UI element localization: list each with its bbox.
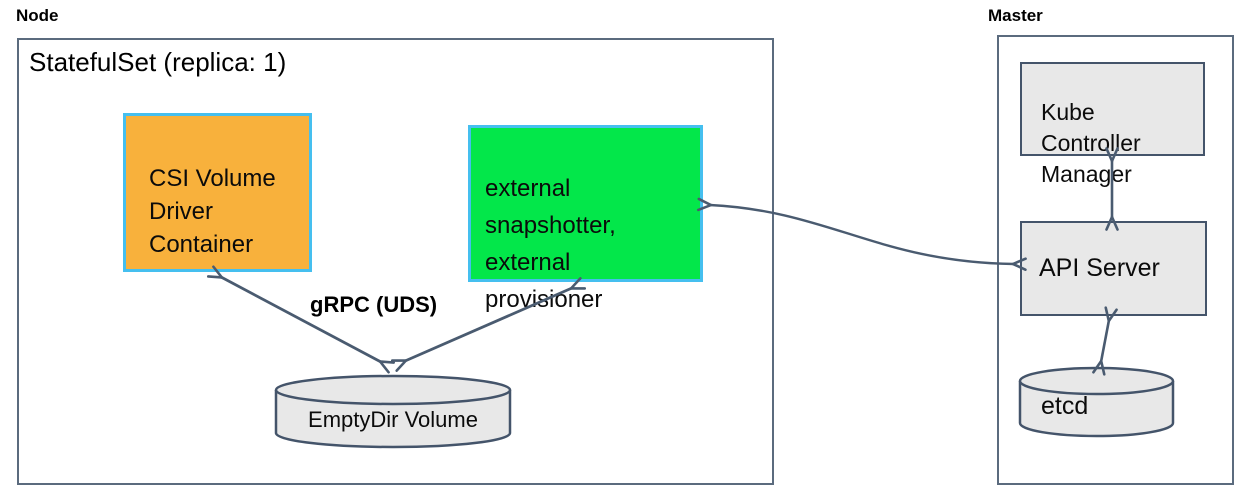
master-box: Kube Controller Manager API Server etcd [997,35,1234,485]
csi-volume-driver-container-box: CSI Volume Driver Container [123,113,312,272]
etcd-label: etcd [1041,392,1089,420]
node-box: StatefulSet (replica: 1) CSI Volume Driv… [17,38,774,485]
api-server-box: API Server [1020,221,1207,316]
emptydir-volume-cylinder: EmptyDir Volume [274,374,512,450]
external-sidecars-box: external snapshotter, external provision… [468,125,703,313]
cylinder-shape [1018,366,1175,438]
emptydir-volume-label: EmptyDir Volume [308,407,478,432]
csi-volume-driver-container-label: CSI Volume Driver Container [149,165,276,258]
grpc-uds-label: gRPC (UDS) [310,292,438,317]
statefulset-label: StatefulSet (replica: 1) [29,47,287,77]
etcd-cylinder: etcd [1018,366,1175,439]
kube-controller-manager-box: Kube Controller Manager [1020,62,1205,187]
kube-controller-manager-label: Kube Controller Manager [1041,99,1141,187]
external-sidecars-label: external snapshotter, external provision… [485,175,616,313]
api-server-label: API Server [1039,254,1160,282]
node-group-label: Node [16,6,59,25]
cylinder-shape [274,374,512,449]
master-group-label: Master [988,6,1043,25]
